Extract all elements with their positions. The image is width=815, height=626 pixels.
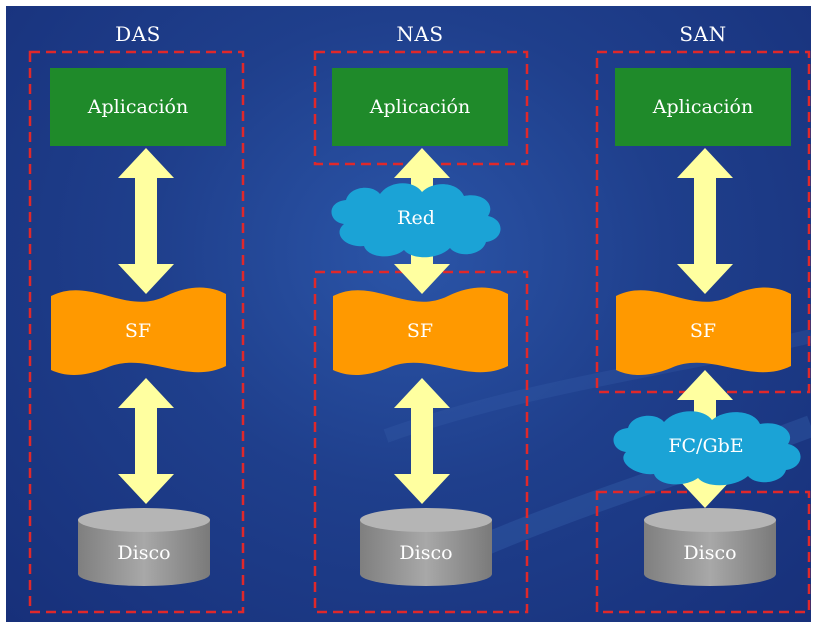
san-disk-label: Disco xyxy=(683,542,736,564)
das-app-box xyxy=(50,68,226,146)
diagram-slide: Aplicación Aplicación Aplicación SF SF S… xyxy=(6,6,811,622)
nas-title: NAS xyxy=(396,22,444,46)
nas-app-box xyxy=(332,68,508,146)
das-arrow-fs-disk xyxy=(118,378,174,504)
nas-fs-shape xyxy=(333,287,508,375)
san-fs-shape xyxy=(616,287,791,375)
das-fs-shape xyxy=(51,287,226,375)
san-network-label: FC/GbE xyxy=(668,435,743,457)
nas-arrow-fs-disk xyxy=(394,378,450,504)
san-disk xyxy=(644,508,776,586)
das-app-label: Aplicación xyxy=(87,96,188,118)
nas-disk-label: Disco xyxy=(399,542,452,564)
san-app-label: Aplicación xyxy=(652,96,753,118)
san-app-box xyxy=(615,68,791,146)
das-disk-label: Disco xyxy=(117,542,170,564)
das-fs-label: SF xyxy=(125,320,151,342)
nas-network-label: Red xyxy=(397,207,435,229)
nas-app-group-border xyxy=(313,50,529,166)
nas-app-label: Aplicación xyxy=(369,96,470,118)
nas-fs-label: SF xyxy=(407,320,433,342)
das-arrow-app-fs xyxy=(118,148,174,294)
san-network-cloud xyxy=(613,411,801,486)
san-fs-label: SF xyxy=(690,320,716,342)
das-title: DAS xyxy=(115,22,161,46)
das-disk xyxy=(78,508,210,586)
storage-architecture-diagram: Aplicación Aplicación Aplicación SF SF S… xyxy=(28,50,811,614)
nas-network-cloud xyxy=(331,183,501,258)
nas-disk xyxy=(360,508,492,586)
das-group-border xyxy=(28,50,245,614)
san-title: SAN xyxy=(679,22,727,46)
san-arrow-app-fs xyxy=(677,148,733,294)
